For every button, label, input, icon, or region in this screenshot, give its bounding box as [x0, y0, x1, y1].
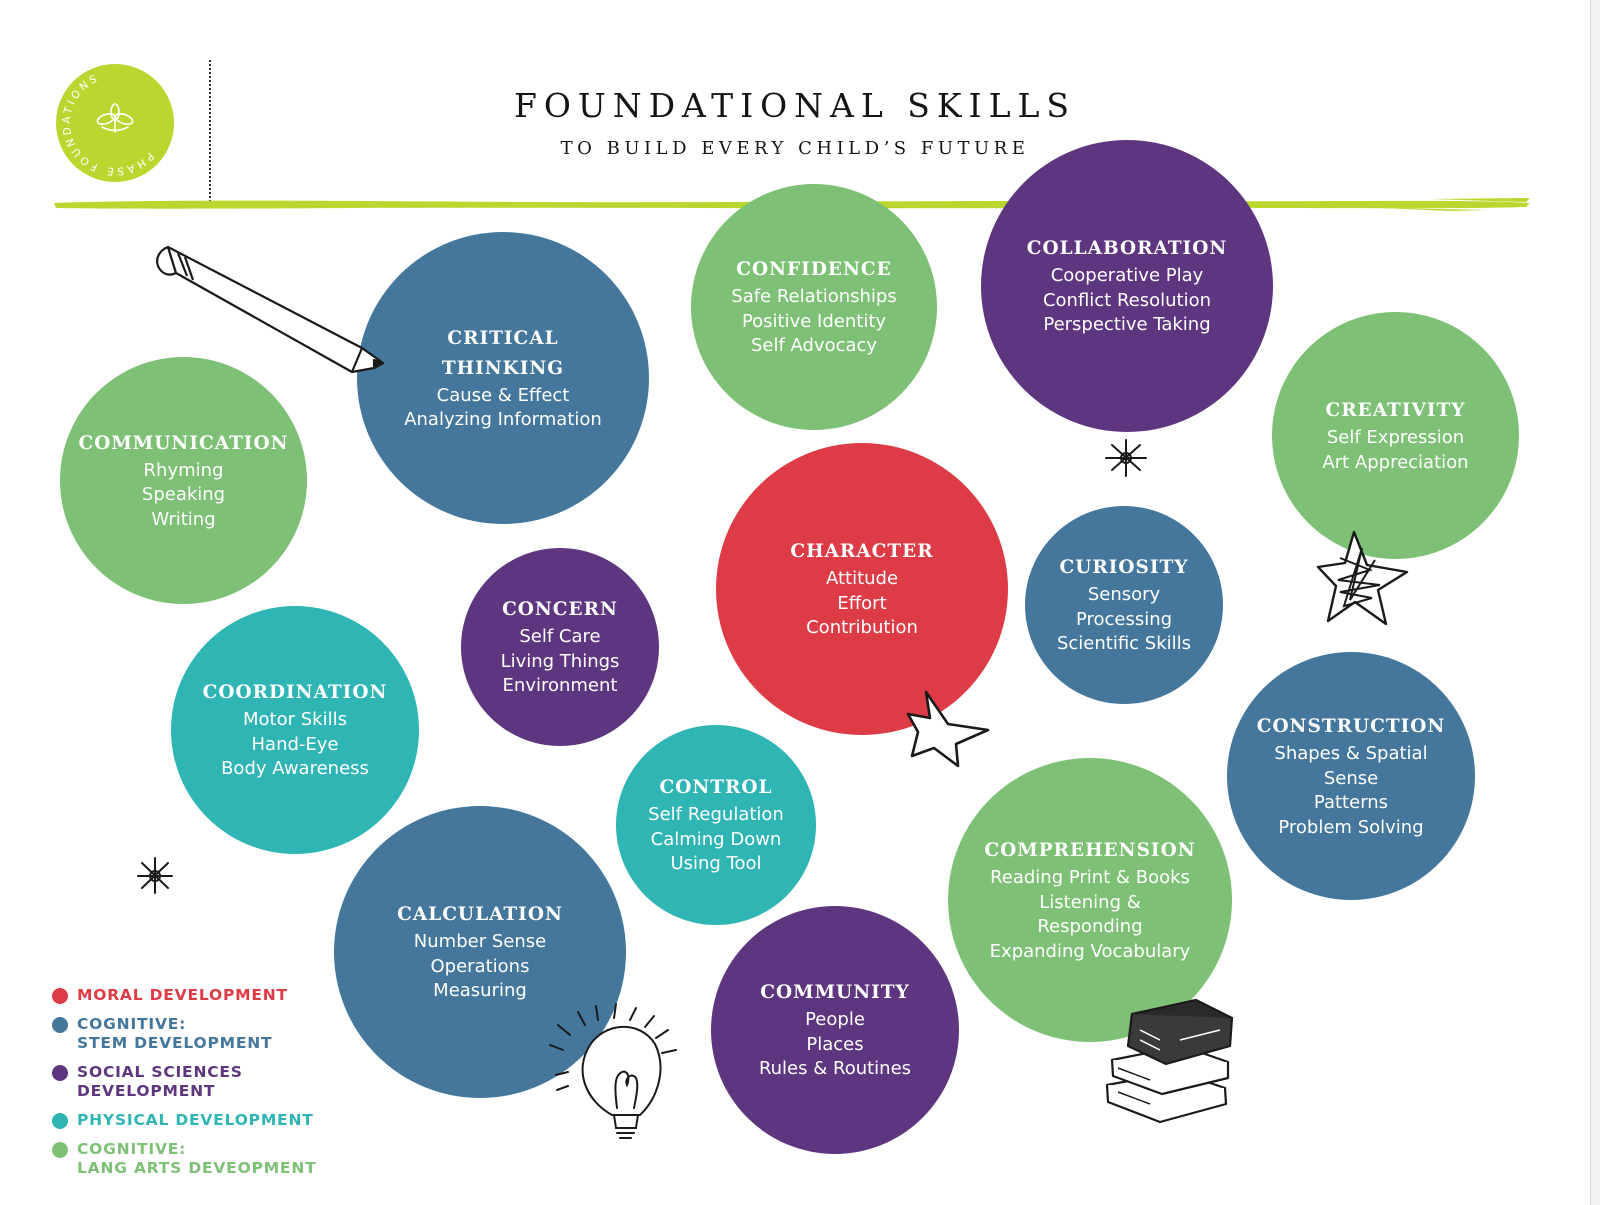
skill-item: Art Appreciation — [1322, 451, 1469, 473]
skill-item: Motor Skills — [243, 709, 347, 731]
phase-foundations-logo: PHASE FOUNDATIONS — [56, 64, 174, 182]
legend-label: LANG ARTS DEVEOPMENT — [77, 1159, 317, 1177]
skill-circle-communication: COMMUNICATION Rhyming Speaking Writing — [60, 357, 307, 604]
skill-circle-calculation: CALCULATION Number Sense Operations Meas… — [334, 806, 626, 1098]
skill-item: Self Expression — [1326, 427, 1465, 448]
legend-dot — [52, 1065, 68, 1081]
skill-item: Analyzing Information — [404, 409, 602, 430]
skill-circle-character: CHARACTER Attitude Effort Contribution — [716, 443, 1008, 735]
skill-item: Measuring — [433, 980, 527, 1002]
legend-entry-moral: MORAL DEVELOPMENT — [50, 986, 330, 1005]
skill-circle-critical-thinking: CRITICAL THINKING Cause & Effect Analyzi… — [357, 232, 649, 524]
skill-circle-construction: CONSTRUCTION Shapes & Spatial Sense Patt… — [1227, 652, 1475, 900]
skill-item: Hand-Eye — [251, 733, 339, 755]
skill-circle-curiosity: CURIOSITY Sensory Processing Scientific … — [1025, 506, 1223, 704]
legend: MORAL DEVELOPMENT COGNITIVE: STEM DEVELO… — [50, 986, 330, 1188]
skill-item: Calming Down — [650, 828, 782, 850]
skill-title: COORDINATION — [202, 682, 388, 704]
skill-item: Places — [806, 1033, 864, 1055]
skill-title: COMMUNICATION — [78, 432, 289, 454]
skill-item: Expanding Vocabulary — [989, 940, 1191, 962]
legend-label: PHYSICAL DEVELOPMENT — [77, 1111, 314, 1129]
skill-circle-confidence: CONFIDENCE Safe Relationships Positive I… — [691, 184, 937, 430]
legend-dot — [52, 1142, 68, 1158]
skill-circle-collaboration: COLLABORATION Cooperative Play Conflict … — [981, 140, 1273, 432]
skill-item: Problem Solving — [1278, 816, 1424, 838]
skill-item: Positive Identity — [741, 310, 887, 332]
legend-entry-lang-arts: COGNITIVE: LANG ARTS DEVEOPMENT — [50, 1140, 330, 1178]
skill-item: Body Awareness — [221, 758, 369, 780]
skill-title: CALCULATION — [397, 904, 563, 926]
legend-label: DEVELOPMENT — [77, 1082, 216, 1100]
skill-item: Rhyming — [143, 459, 224, 481]
legend-dot — [52, 988, 68, 1004]
skill-title: COMPREHENSION — [984, 840, 1196, 861]
legend-label: SOCIAL SCIENCES — [77, 1063, 243, 1081]
legend-dot — [52, 1113, 68, 1129]
skill-item: Shapes & Spatial — [1274, 743, 1428, 764]
skill-item: Self Care — [519, 626, 601, 648]
skill-item: Rules & Routines — [758, 1058, 912, 1080]
skill-title: COLLABORATION — [1026, 238, 1228, 260]
skill-item: Cause & Effect — [436, 384, 570, 406]
skill-item: Safe Relationships — [731, 286, 897, 308]
pencil-icon — [156, 245, 385, 374]
legend-label: MORAL DEVELOPMENT — [77, 986, 288, 1004]
legend-label: COGNITIVE: — [77, 1140, 187, 1158]
skill-circle-comprehension: COMPREHENSION Reading Print & Books List… — [948, 758, 1232, 1042]
skill-item: Self Advocacy — [750, 335, 878, 357]
skill-item: Scientific Skills — [1056, 633, 1192, 655]
legend-label: STEM DEVELOPMENT — [77, 1034, 273, 1052]
skill-item: Perspective Taking — [1043, 314, 1211, 336]
skill-title: CHARACTER — [790, 541, 934, 563]
skill-circle-creativity: CREATIVITY Self Expression Art Appreciat… — [1272, 312, 1519, 559]
skill-circle-concern: CONCERN Self Care Living Things Environm… — [461, 548, 659, 746]
skill-circle-community: COMMUNITY People Places Rules & Routines — [711, 906, 959, 1154]
skill-item: People — [805, 1009, 865, 1031]
logo-ring-text: PHASE FOUNDATIONS — [61, 72, 153, 177]
legend-entry-social: SOCIAL SCIENCES DEVELOPMENT — [50, 1063, 330, 1101]
skill-item: Number Sense — [413, 931, 547, 953]
skill-item: Effort — [837, 592, 887, 614]
leaf-sprout-icon: PHASE FOUNDATIONS — [61, 72, 156, 177]
skill-title: CONCERN — [502, 599, 618, 621]
skill-item: Sense — [1323, 767, 1379, 789]
skill-item: Sensory — [1087, 584, 1161, 606]
skill-item: Attitude — [825, 568, 899, 590]
page-subtitle: TO BUILD EVERY CHILD’S FUTURE — [560, 138, 1030, 159]
skill-title: CURIOSITY — [1059, 557, 1189, 579]
skill-item: Patterns — [1313, 792, 1389, 813]
skill-item: Reading Print & Books — [990, 867, 1190, 888]
svg-text:PHASE FOUNDATIONS: PHASE FOUNDATIONS — [61, 72, 156, 177]
skill-item: Processing — [1075, 608, 1173, 630]
page-edge — [1590, 0, 1600, 1205]
skill-item: Operations — [430, 955, 530, 977]
skill-item: Using Tool — [670, 853, 762, 875]
legend-dot — [52, 1017, 68, 1033]
skill-item: Speaking — [141, 484, 226, 506]
skill-circle-coordination: COORDINATION Motor Skills Hand-Eye Body … — [171, 606, 419, 854]
skill-item: Cooperative Play — [1050, 265, 1204, 287]
skill-circle-control: CONTROL Self Regulation Calming Down Usi… — [616, 725, 816, 925]
skill-title: CRITICAL THINKING — [441, 327, 565, 379]
skill-item: Responding — [1037, 916, 1143, 937]
skill-title: COMMUNITY — [760, 982, 910, 1004]
legend-label: COGNITIVE: — [77, 1015, 187, 1033]
header-divider — [209, 60, 211, 202]
skill-title: CONFIDENCE — [736, 259, 892, 281]
skill-item: Writing — [151, 508, 216, 530]
skill-item: Environment — [502, 675, 618, 697]
skill-title: CONSTRUCTION — [1256, 716, 1446, 737]
skill-item: Contribution — [806, 617, 918, 639]
legend-entry-physical: PHYSICAL DEVELOPMENT — [50, 1111, 330, 1130]
skill-title: CONTROL — [659, 777, 773, 799]
skill-item: Listening & — [1039, 891, 1141, 913]
page-title: FOUNDATIONAL SKILLS — [513, 86, 1077, 125]
legend-entry-stem: COGNITIVE: STEM DEVELOPMENT — [50, 1015, 330, 1053]
skill-item: Living Things — [500, 650, 620, 672]
skill-title: CREATIVITY — [1325, 400, 1466, 421]
skill-item: Conflict Resolution — [1042, 289, 1212, 311]
skill-item: Self Regulation — [648, 804, 784, 826]
